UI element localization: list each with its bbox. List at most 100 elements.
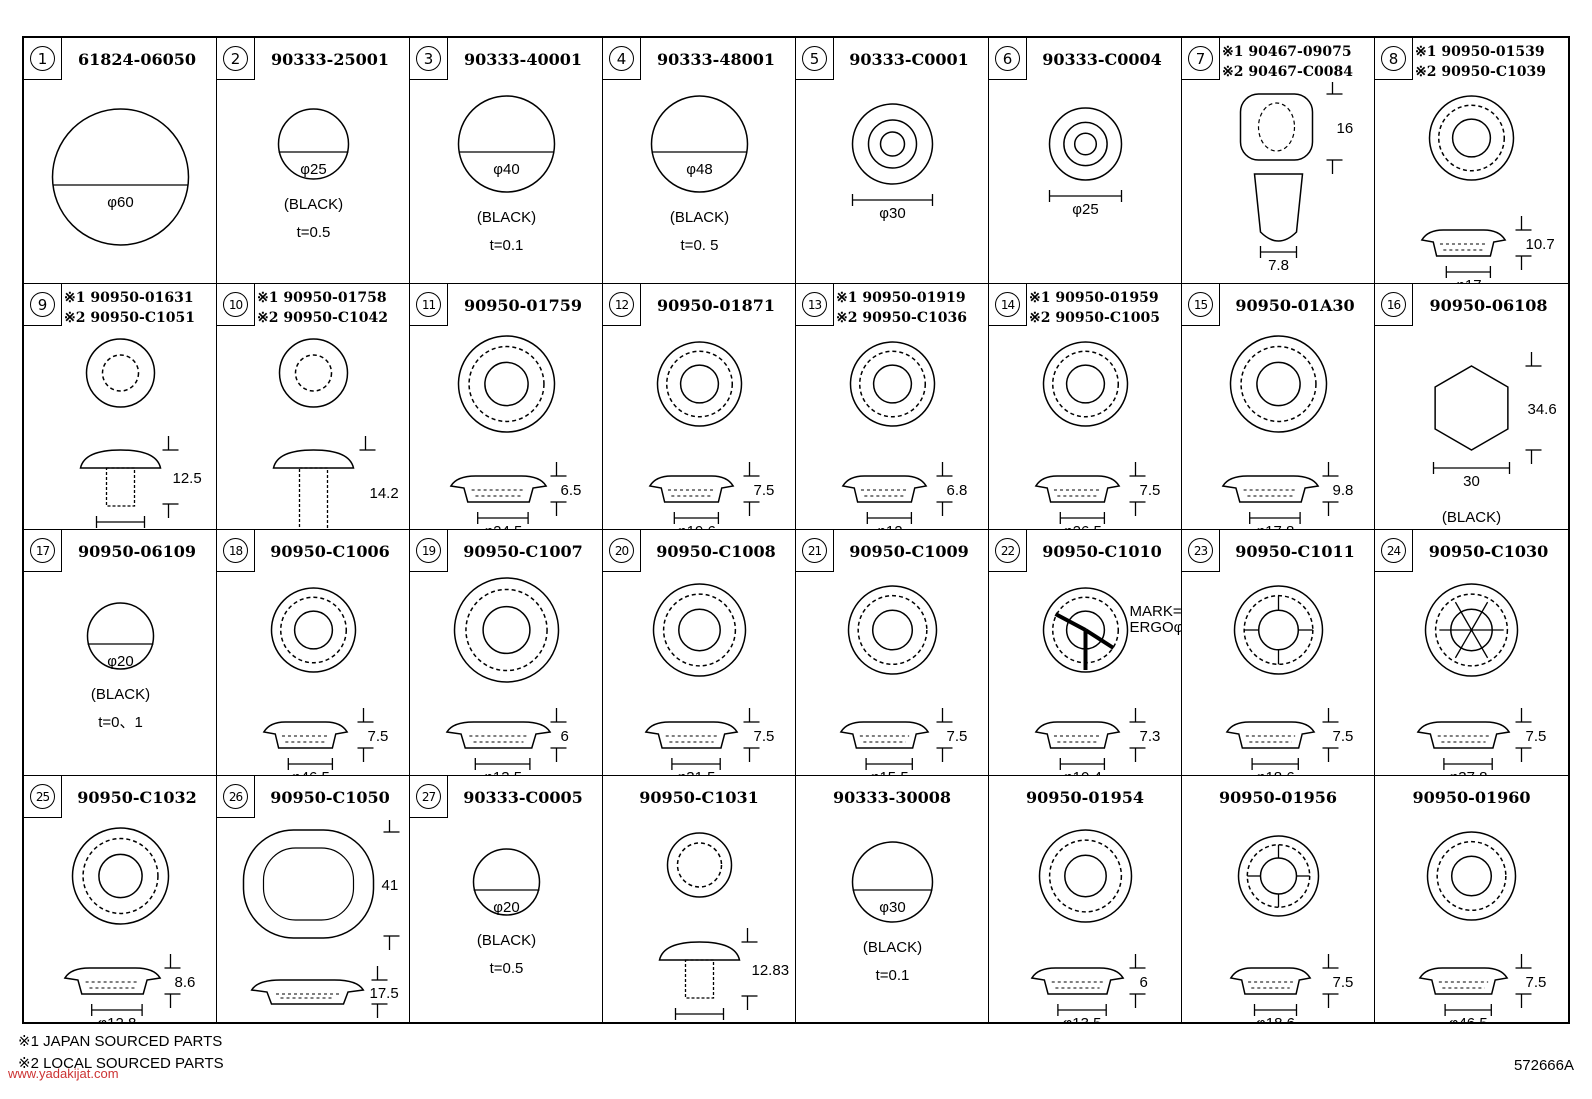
grommet-hole [98, 853, 143, 899]
grommet-profile [644, 721, 739, 749]
item-number-box: 4 [603, 38, 641, 80]
hidden-line [667, 489, 716, 497]
hidden-line [1245, 735, 1296, 743]
diameter-label: φ40 [493, 161, 519, 178]
height-dimension: 7.5 [1333, 974, 1354, 991]
item-number-box: 9 [24, 284, 62, 326]
grommet-hole [1450, 855, 1493, 897]
part-number: ※2 90950-C1005 [1029, 310, 1160, 326]
width-dimension: φ25 [1072, 201, 1098, 218]
inner-ring [867, 119, 918, 169]
part-number: ※1 90950-01919 [836, 290, 966, 306]
color-label: (BLACK) [477, 209, 536, 226]
grommet-outer [453, 577, 560, 683]
part-drawing: φ60 [51, 108, 190, 246]
part-number: 90333-48001 [657, 50, 775, 69]
plug-disc [86, 602, 155, 670]
color-label: (BLACK) [670, 209, 729, 226]
hole [1073, 132, 1098, 156]
width-dimension: φ19.6 [677, 523, 716, 530]
grommet-profile [449, 475, 548, 503]
part-drawing: 9.8φ17.8 [1221, 335, 1353, 529]
hidden-line [859, 735, 910, 743]
grommet-hole [1256, 361, 1301, 407]
shank-width-label: 4.9 [259, 527, 280, 530]
grommet-profile [841, 475, 928, 503]
plug-inner [676, 842, 723, 888]
hidden-line [276, 993, 339, 999]
width-dimension: φ13.5 [1063, 1015, 1102, 1022]
width-dimension: φ26.5 [1063, 523, 1102, 530]
part-drawing: 12.83φ27.4 [658, 832, 789, 1022]
width-dimension: φ46.5 [291, 769, 330, 776]
part-number: 90950-01960 [1412, 788, 1531, 807]
part-number: ※1 90467-09075 [1222, 44, 1352, 60]
part-number: 90950-06108 [1429, 296, 1548, 315]
hidden-line [1053, 489, 1102, 497]
height-dimension: 16 [1337, 120, 1354, 137]
footnote-local: ※2 LOCAL SOURCED PARTS [18, 1055, 224, 1072]
diameter-label: φ20 [493, 899, 519, 916]
grommet-spoke [1470, 629, 1489, 659]
part-drawing: 12.5φ9.5 [79, 338, 202, 530]
diameter-label: φ30 [879, 899, 905, 916]
color-label: (BLACK) [477, 932, 536, 949]
hidden-line [1053, 735, 1102, 743]
part-drawing: 7.5φ46.5 [1418, 831, 1546, 1022]
height-dimension: 14.2 [370, 485, 399, 502]
part-number: ※2 90950-C1042 [257, 310, 388, 326]
height-dimension: 7.5 [1526, 728, 1547, 745]
part-drawing: φ20(BLACK)t=0.5 [472, 848, 541, 977]
grommet-rim [662, 593, 737, 667]
grommet-spoke [1470, 601, 1489, 631]
grommet-rim [1048, 839, 1123, 913]
grommet-rim [468, 345, 545, 423]
plug-disc [51, 108, 190, 246]
grommet-profile [839, 721, 930, 749]
width-dimension: φ17 [1455, 277, 1481, 284]
clip-profile [1253, 173, 1304, 242]
width-dimension: φ9.5 [105, 527, 136, 530]
plug-head [79, 449, 162, 469]
diagram-code: 572666A [1513, 1057, 1574, 1074]
item-number-box: 6 [989, 38, 1027, 80]
part-drawing: 6φ13.5 [1030, 829, 1148, 1022]
grommet-outer [1038, 829, 1133, 923]
width-dimension: φ10.4 [1063, 769, 1102, 776]
part-number: ※2 90950-C1051 [64, 310, 195, 326]
grommet-spokes [1054, 612, 1115, 670]
item-number-box: 27 [410, 776, 448, 818]
part-number: 90333-C0001 [849, 50, 969, 69]
part-number-list: ※1 90950-01539※2 90950-C1039 [1415, 42, 1566, 82]
hidden-line [471, 489, 526, 497]
hole [879, 131, 906, 157]
part-number: 90950-01954 [1026, 788, 1144, 807]
item-number: 24 [1381, 538, 1406, 563]
item-number-box: 21 [796, 530, 834, 572]
color-label: (BLACK) [863, 939, 922, 956]
part-number-list: ※1 90950-01919※2 90950-C1036 [836, 288, 986, 328]
height-dimension: 7.5 [1140, 482, 1161, 499]
item-number: 12 [609, 292, 634, 317]
item-number: 25 [30, 784, 55, 809]
grommet-outer [1233, 585, 1324, 675]
item-number: 2 [223, 46, 248, 71]
item-number: 1 [30, 46, 55, 71]
grommet-outer [457, 335, 556, 433]
thickness-label: t=0.1 [490, 237, 524, 254]
part-drawing: φ40 (BLACK) t=0.1 [457, 95, 556, 254]
item-number-box: 17 [24, 530, 62, 572]
grommet-hole [484, 361, 529, 407]
part-number: ※1 90950-01758 [257, 290, 387, 306]
grommet-rim [279, 596, 348, 664]
diameter-label: φ48 [686, 161, 712, 178]
height-dimension: 7.5 [754, 482, 775, 499]
